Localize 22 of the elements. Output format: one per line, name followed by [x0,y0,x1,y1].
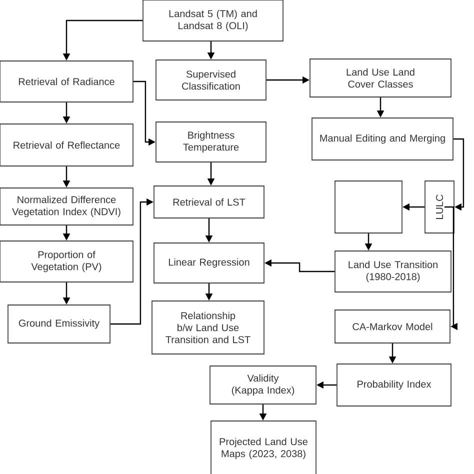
process-box: Retrieval of Reflectance [0,124,134,166]
process-box: Relationship b/w Land Use Transition and LST [152,300,264,354]
process-box: Normalized Difference Vegetation Index (NDVI) [0,188,134,226]
process-box: Land Use Transition (1980-2018) [334,250,452,292]
process-box: Manual Editing and Merging [312,118,454,160]
process-box: Linear Regression [154,242,264,284]
arrow [444,206,458,330]
process-box: Retrieval of Radiance [0,60,134,102]
process-box: LULC [424,180,454,234]
process-box: Brightness Temperature [156,122,266,162]
process-box: CA-Markov Model [334,310,450,344]
process-box: Proportion of Vegetation (PV) [0,240,134,282]
process-box: Supervised Classification [156,60,266,100]
arrow [453,138,464,211]
process-box: Retrieval of LST [154,186,264,218]
process-box [334,180,402,234]
process-box: Projected Land Use Maps (2023, 2038) [210,420,316,474]
process-box: Landsat 5 (TM) and Landsat 8 (OLI) [142,0,284,42]
process-box: Probability Index [336,364,452,406]
process-box: Land Use Land Cover Classes [310,58,452,98]
process-box: Validity (Kappa Index) [210,366,316,404]
process-box: Ground Emissivity [8,304,110,344]
